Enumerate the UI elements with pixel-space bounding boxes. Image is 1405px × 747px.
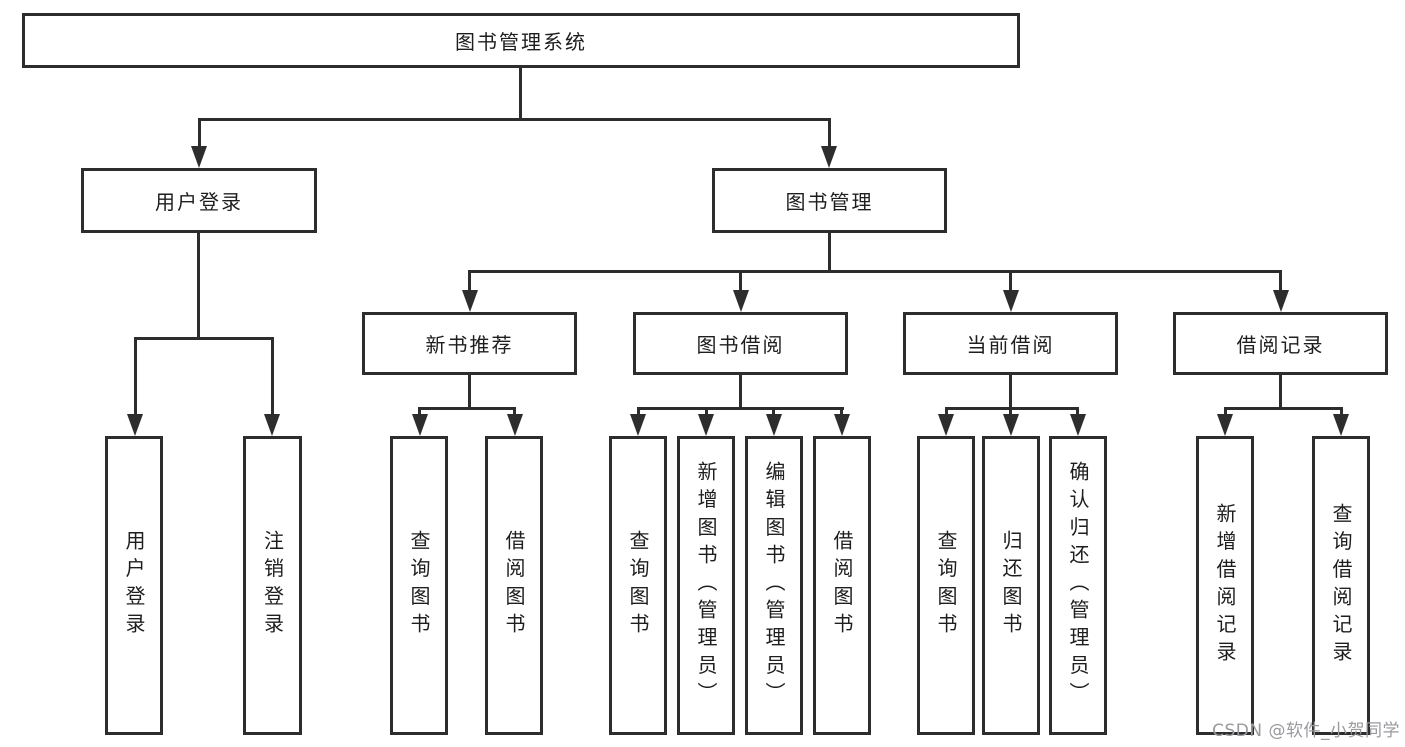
connector-line	[739, 375, 742, 407]
node-library-management-system: 图书管理系统	[22, 13, 1020, 68]
arrow-down-icon	[462, 290, 478, 312]
connector-line	[1009, 270, 1012, 290]
connector-line	[1279, 375, 1282, 407]
arrow-down-icon	[821, 146, 837, 168]
leaf-query-books: 查询图书	[390, 436, 448, 735]
connector-line	[828, 118, 831, 146]
arrow-down-icon	[191, 146, 207, 168]
node-borrowing-records: 借阅记录	[1173, 312, 1388, 375]
arrow-down-icon	[733, 290, 749, 312]
arrow-down-icon	[766, 414, 782, 436]
arrow-down-icon	[1333, 414, 1349, 436]
connector-line	[513, 407, 516, 414]
connector-line	[1224, 407, 1227, 414]
arrow-down-icon	[264, 414, 280, 436]
leaf-add-borrow-record: 新增借阅记录	[1196, 436, 1254, 735]
connector-line	[705, 407, 708, 414]
connector-line	[1340, 407, 1343, 414]
connector-line	[1076, 407, 1079, 414]
connector-line	[468, 270, 471, 290]
node-current-borrowing: 当前借阅	[903, 312, 1118, 375]
connector-line	[637, 407, 844, 410]
connector-line	[828, 233, 831, 270]
connector-line	[1009, 375, 1012, 407]
connector-line	[519, 68, 522, 118]
connector-line	[134, 337, 274, 340]
arrow-down-icon	[507, 414, 523, 436]
connector-line	[418, 407, 516, 410]
arrow-down-icon	[938, 414, 954, 436]
connector-line	[1224, 407, 1342, 410]
leaf-query-books: 查询图书	[609, 436, 667, 735]
leaf-add-book-admin: 新增图书（管理员）	[677, 436, 735, 735]
leaf-edit-book-admin: 编辑图书（管理员）	[745, 436, 803, 735]
connector-line	[1009, 407, 1012, 414]
connector-line	[840, 407, 843, 414]
connector-line	[945, 407, 948, 414]
leaf-borrow-books: 借阅图书	[485, 436, 543, 735]
node-book-management: 图书管理	[712, 168, 947, 233]
connector-line	[945, 407, 1079, 410]
leaf-return-books: 归还图书	[982, 436, 1040, 735]
connector-line	[739, 270, 742, 290]
connector-line	[197, 233, 200, 337]
arrow-down-icon	[412, 414, 428, 436]
arrow-down-icon	[1217, 414, 1233, 436]
connector-line	[134, 337, 137, 414]
leaf-query-books: 查询图书	[917, 436, 975, 735]
connector-line	[468, 375, 471, 407]
leaf-confirm-return-admin: 确认归还（管理员）	[1049, 436, 1107, 735]
arrow-down-icon	[698, 414, 714, 436]
arrow-down-icon	[630, 414, 646, 436]
connector-line	[198, 118, 201, 146]
arrow-down-icon	[1273, 290, 1289, 312]
node-user-login: 用户登录	[81, 168, 317, 233]
leaf-logout: 注销登录	[243, 436, 302, 735]
connector-line	[418, 407, 421, 414]
connector-line	[1279, 270, 1282, 290]
connector-line	[637, 407, 640, 414]
node-book-borrowing: 图书借阅	[633, 312, 848, 375]
arrow-down-icon	[1003, 290, 1019, 312]
leaf-query-borrow-record: 查询借阅记录	[1312, 436, 1370, 735]
connector-line	[772, 407, 775, 414]
arrow-down-icon	[1070, 414, 1086, 436]
leaf-user-login: 用户登录	[105, 436, 163, 735]
arrow-down-icon	[127, 414, 143, 436]
connector-line	[198, 118, 831, 121]
node-new-book-recommendation: 新书推荐	[362, 312, 577, 375]
csdn-watermark: CSDN @软件_小贺同学	[1212, 721, 1400, 741]
arrow-down-icon	[1003, 414, 1019, 436]
connector-line	[271, 337, 274, 414]
leaf-borrow-books: 借阅图书	[813, 436, 871, 735]
connector-line	[469, 270, 1282, 273]
arrow-down-icon	[834, 414, 850, 436]
